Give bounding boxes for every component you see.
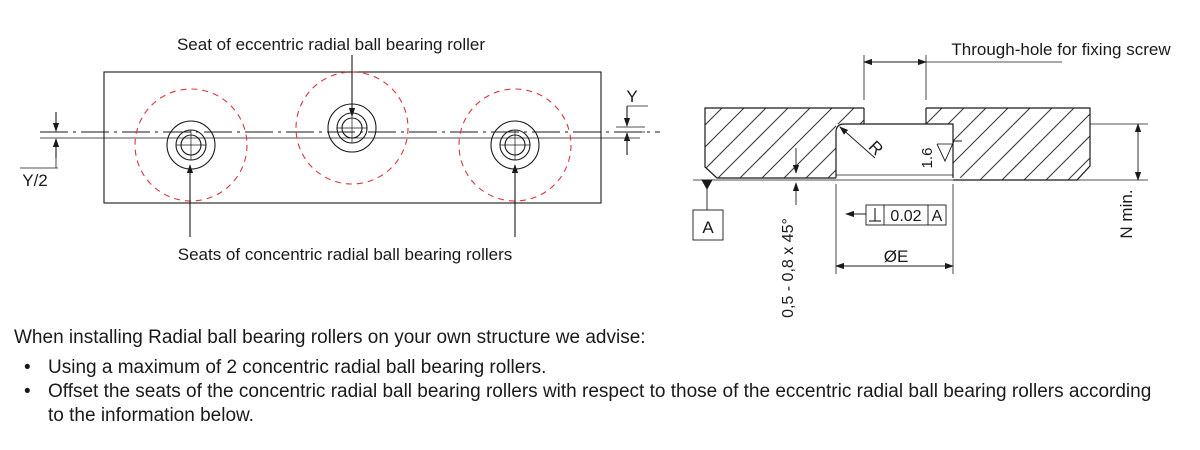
hatch-line	[947, 108, 1039, 180]
note-bullet-list: • Using a maximum of 2 concentric radial …	[14, 356, 1164, 428]
hatch-line	[1057, 108, 1090, 180]
hatch-line	[1124, 100, 1200, 190]
bullet-icon: •	[24, 381, 31, 402]
leader-radius	[839, 126, 876, 159]
envelope-circle-left	[134, 88, 248, 202]
label-chamfer: 0,5 - 0,8 x 45°	[780, 218, 797, 318]
hatch-line	[1102, 100, 1192, 190]
label-roughness: 1.6	[919, 148, 936, 169]
hatch-line	[969, 108, 1061, 180]
tolerance-frame	[865, 204, 947, 226]
hatch-line	[1146, 100, 1200, 190]
label-dim-e: ØE	[884, 247, 909, 266]
hatch-line	[749, 108, 841, 180]
datum-box	[692, 209, 724, 241]
tolerance-value: 0.02	[890, 208, 921, 225]
label-through-hole: Through-hole for fixing screw	[951, 40, 1171, 59]
section-view: A Through-hole for fixing screw R 1.6 0.…	[692, 40, 1200, 318]
hatch-line	[705, 108, 753, 180]
datum-label: A	[702, 218, 714, 237]
top-view	[20, 55, 660, 237]
hatch-line	[1013, 108, 1090, 180]
hatch-line	[705, 108, 775, 180]
pocket-outline	[835, 123, 954, 178]
tolerance-datum: A	[932, 208, 943, 225]
label-dim-y: Y	[626, 87, 637, 106]
hatch-line	[1035, 108, 1090, 180]
technical-drawing: Seat of eccentric radial ball bearing ro…	[20, 35, 1200, 318]
roughness-symbol	[936, 140, 962, 163]
seat-concentric-right	[490, 120, 540, 170]
seat-concentric-left	[166, 120, 216, 170]
label-concentric-seats: Seats of concentric radial ball bearing …	[178, 245, 513, 264]
hatch-line	[771, 108, 863, 180]
label-dim-y-half: Y/2	[22, 171, 48, 190]
hatch-line	[727, 108, 819, 180]
section-outline-left	[704, 107, 864, 179]
bullet-icon: •	[24, 357, 31, 378]
label-dim-n: N min.	[1117, 189, 1136, 238]
note-bullet-item: • Offset the seats of the concentric radi…	[14, 380, 1164, 428]
note-bullet-item: • Using a maximum of 2 concentric radial …	[14, 356, 1164, 380]
datum-triangle	[701, 179, 713, 190]
note-bullet-text: Offset the seats of the concentric radia…	[48, 381, 1152, 426]
hatch-line	[1079, 108, 1090, 180]
installation-note: When installing Radial ball bearing roll…	[14, 326, 1164, 428]
hatch-line	[705, 108, 731, 180]
note-intro: When installing Radial ball bearing roll…	[14, 327, 646, 348]
hatch-line	[991, 108, 1083, 180]
envelope-circle-centre	[295, 71, 409, 185]
note-bullet-text: Using a maximum of 2 concentric radial b…	[48, 357, 547, 378]
hatch-line	[705, 108, 797, 180]
roller-envelopes	[134, 71, 572, 202]
envelope-circle-right	[458, 88, 572, 202]
label-eccentric-seat: Seat of eccentric radial ball bearing ro…	[177, 35, 485, 54]
